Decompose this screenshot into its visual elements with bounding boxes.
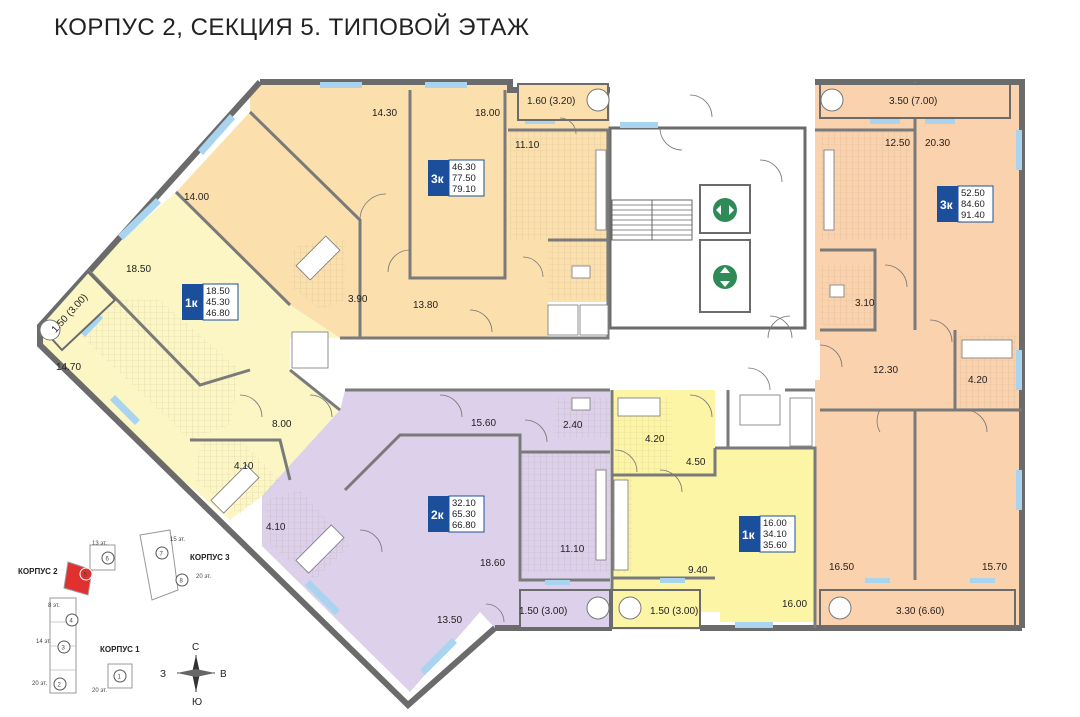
floor-count-label: 15 эт. (170, 537, 185, 543)
room-area-label: 18.50 (126, 264, 151, 275)
badge-area-living: 46.30 (452, 162, 476, 173)
compass-east: В (220, 669, 227, 680)
room-area-label: 8.00 (272, 419, 292, 430)
room-area-label: 11.10 (560, 544, 585, 555)
korpus-2-label: КОРПУС 2 (18, 567, 58, 576)
badge-area-living: 52.50 (961, 188, 985, 199)
badge-area-full: 35.60 (763, 540, 787, 551)
room-area-label: 13.50 (437, 615, 462, 626)
compass-south: Ю (192, 697, 202, 708)
badge-area-living: 18.50 (206, 286, 230, 297)
page-title: КОРПУС 2, СЕКЦИЯ 5. ТИПОВОЙ ЭТАЖ (54, 14, 530, 41)
apartment-badge-1k-center[interactable]: 1к 16.00 34.10 35.60 (739, 515, 796, 553)
korpus-3-label: КОРПУС 3 (190, 553, 230, 562)
badge-area-total: 34.10 (763, 529, 787, 540)
section-2-label: 2 (58, 683, 62, 689)
section-6-label: 6 (106, 557, 110, 563)
room-area-label: 15.70 (982, 562, 1007, 573)
room-area-label: 14.30 (372, 108, 397, 119)
room-area-label: 14.70 (56, 362, 81, 373)
section-7-label: 7 (160, 552, 164, 558)
room-area-label: 2.40 (563, 420, 583, 431)
section-3-label: 3 (62, 646, 66, 652)
apartment-badge-2k[interactable]: 2к 32.10 65.30 66.80 (428, 495, 485, 533)
room-area-label: 18.00 (475, 108, 500, 119)
floor-count-label: 20 эт. (196, 574, 211, 580)
room-area-label: 4.10 (266, 522, 286, 533)
room-area-label: 12.50 (885, 138, 910, 149)
badge-area-total: 84.60 (961, 199, 985, 210)
room-area-label: 4.20 (968, 375, 988, 386)
elevator-1-icon (713, 198, 737, 222)
badge-type: 1к (185, 296, 199, 310)
floor-count-label: 20 эт. (32, 681, 47, 687)
section-4-label: 4 (70, 619, 74, 625)
elevator-2-icon (713, 265, 737, 289)
room-area-label: 4.50 (686, 457, 706, 468)
balcony-area-label: 3.30 (6.60) (896, 606, 944, 617)
stairwell (611, 199, 693, 241)
floor-count-label: 8 эт. (48, 603, 60, 609)
badge-area-total: 65.30 (452, 509, 476, 520)
apartment-badge-1k-left[interactable]: 1к 18.50 45.30 46.80 (182, 283, 239, 321)
balcony-area-label: 1.50 (3.00) (519, 606, 567, 617)
room-area-label: 3.10 (855, 298, 875, 309)
compass-west: З (160, 669, 166, 680)
section-8-label: 8 (180, 579, 184, 585)
floor-count-label: 14 эт. (36, 639, 51, 645)
apartment-badge-3k-right[interactable]: 3к 52.50 84.60 91.40 (937, 185, 994, 223)
room-area-label: 14.00 (184, 192, 209, 203)
room-area-label: 12.30 (873, 365, 898, 376)
room-area-label: 3.90 (348, 294, 368, 305)
section-1-label: 1 (118, 675, 122, 681)
badge-type: 3к (431, 172, 445, 186)
badge-type: 2к (431, 508, 445, 522)
balcony-area-label: 1.60 (3.20) (527, 96, 575, 107)
floor-count-label: 20 эт. (92, 688, 107, 694)
badge-area-total: 45.30 (206, 297, 230, 308)
compass-rose-icon: С Ю З В (160, 642, 227, 708)
room-area-label: 4.20 (645, 434, 665, 445)
section-5-label: 5 (84, 573, 88, 579)
balcony-area-label: 1.50 (3.00) (650, 606, 698, 617)
compass-north: С (192, 642, 199, 653)
room-area-label: 4.10 (234, 461, 254, 472)
badge-type: 1к (742, 528, 756, 542)
room-area-label: 16.50 (829, 562, 854, 573)
room-area-label: 20.30 (925, 138, 950, 149)
room-area-label: 13.80 (413, 300, 438, 311)
badge-area-living: 16.00 (763, 518, 787, 529)
room-area-label: 9.40 (688, 565, 708, 576)
room-area-label: 18.60 (480, 558, 505, 569)
room-area-label: 11.10 (515, 140, 540, 151)
badge-area-full: 66.80 (452, 520, 476, 531)
apartment-badge-3k-left[interactable]: 3к 46.30 77.50 79.10 (428, 159, 485, 197)
balcony-area-label: 3.50 (7.00) (889, 96, 937, 107)
room-area-label: 15.60 (471, 418, 496, 429)
badge-area-total: 77.50 (452, 173, 476, 184)
badge-type: 3к (940, 198, 954, 212)
floor-count-label: 13 эт. (92, 541, 107, 547)
korpus-1-label: КОРПУС 1 (100, 645, 140, 654)
room-area-label: 16.00 (782, 599, 807, 610)
site-plan: КОРПУС 2 КОРПУС 3 КОРПУС 1 6 5 4 3 2 7 8… (18, 529, 230, 694)
badge-area-full: 46.80 (206, 308, 230, 319)
badge-area-living: 32.10 (452, 498, 476, 509)
badge-area-full: 79.10 (452, 184, 476, 195)
badge-area-full: 91.40 (961, 210, 985, 221)
